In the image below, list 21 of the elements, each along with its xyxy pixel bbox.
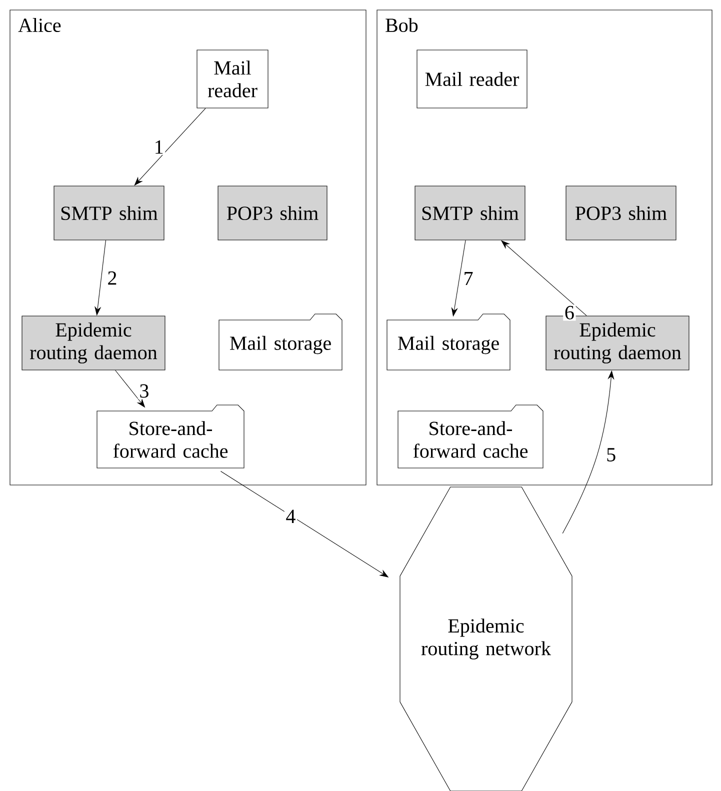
process-box: Epidemic routing daemon [22, 316, 166, 370]
edge-label: 3 [138, 382, 151, 400]
edge-label: 4 [284, 508, 298, 524]
cluster-label: Bob [386, 18, 418, 32]
edge-label: 7 [462, 270, 475, 286]
edge-label: 6 [563, 304, 576, 321]
process-box: Mail reader [416, 50, 528, 108]
folder-box: Mail storage [386, 314, 510, 370]
process-box: SMTP shim [54, 186, 164, 240]
folder-box: Mail storage [218, 314, 342, 370]
octagon: Epidemic routing network [400, 486, 572, 791]
folder-box: Store-and-forward cache [96, 404, 244, 468]
cluster-label: Alice [18, 18, 61, 32]
edge-label: 2 [106, 270, 119, 286]
process-box: SMTP shim [414, 186, 526, 240]
folder-box: Store-and-forward cache [398, 404, 544, 468]
edge-label: 5 [604, 446, 618, 463]
process-box: Mail reader [196, 50, 268, 108]
edge-label: 1 [152, 139, 166, 155]
process-box: POP3 shim [566, 186, 676, 240]
process-box: POP3 shim [218, 186, 328, 240]
